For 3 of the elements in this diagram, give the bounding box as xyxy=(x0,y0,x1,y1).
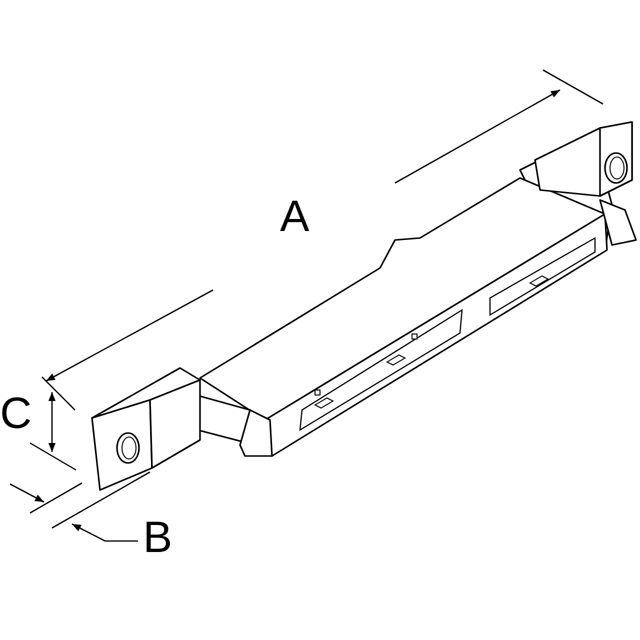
dimension-label: A xyxy=(280,195,310,239)
dimension-label: C xyxy=(0,392,32,436)
dimension-label: B xyxy=(143,516,172,560)
